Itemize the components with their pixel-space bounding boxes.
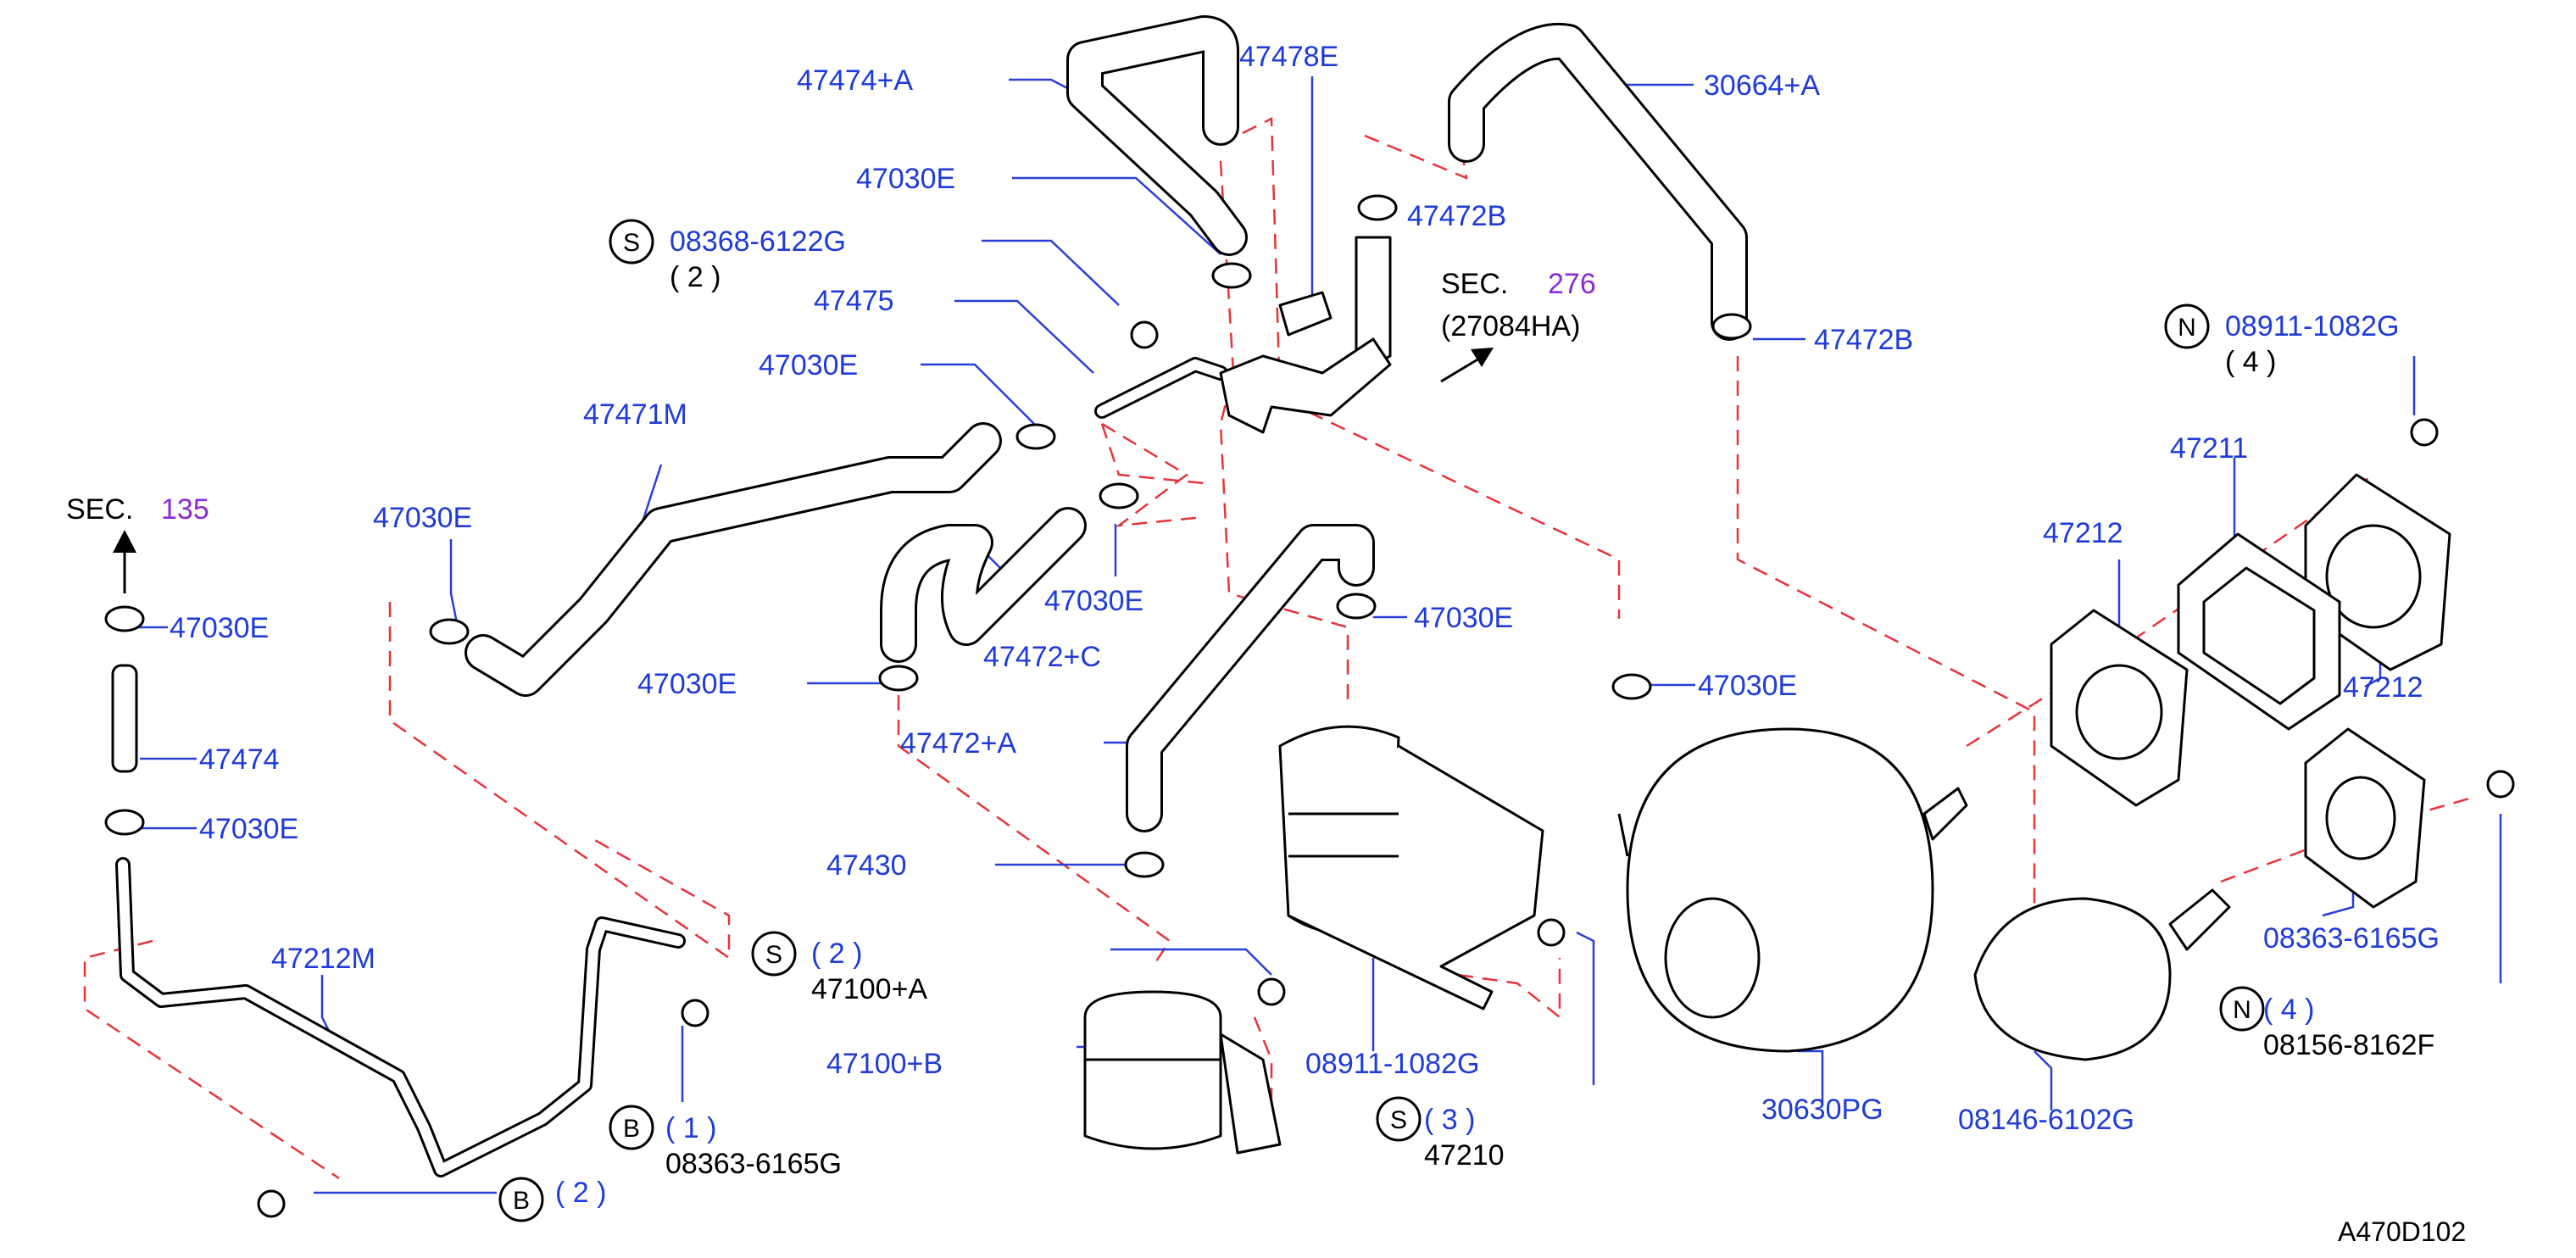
label-47030e-7: 47030E <box>637 668 737 700</box>
label-47472b-1: 47472B <box>1407 200 1506 232</box>
fastener-code-s-1: S <box>623 229 640 257</box>
gasket-47212-left <box>2050 609 2189 807</box>
label-47472b-2: 47472B <box>1814 324 1913 356</box>
label-08146-6102g: ( 2 ) <box>555 1177 606 1209</box>
label-qty-08363-2: 47210 <box>1424 1139 1505 1172</box>
fastener-circle-4 <box>2219 986 2265 1032</box>
spacer-47211 <box>2177 532 2341 731</box>
label-47210: 30630PG <box>1761 1094 1883 1126</box>
label-47030e-4: 47030E <box>1044 585 1143 617</box>
canister-47100-b <box>1278 725 1544 1010</box>
hose-47472-a <box>1126 524 1375 832</box>
fastener-code-circles <box>498 219 2265 1222</box>
label-47100-b: 08911-1082G <box>1305 1048 1479 1080</box>
brake-booster-47210 <box>1617 727 1968 1053</box>
hose-47472-c <box>880 507 1087 663</box>
label-47030e-2: 47030E <box>759 349 858 381</box>
label-08368-6122g: 08368-6122G <box>670 225 846 258</box>
part-number-labels: 47474+A 47478E 30664+A 47030E 47472B 083… <box>170 41 2440 1209</box>
label-47030e-6: 47030E <box>170 612 269 644</box>
label-47212-2: 47212 <box>2343 671 2423 704</box>
sec-135-number: 135 <box>161 493 209 526</box>
fastener-code-s-3: S <box>1390 1106 1407 1134</box>
fastener-circle-7 <box>498 1177 544 1222</box>
label-47030e-9: 47030E <box>199 813 298 845</box>
label-08911-1082g-2: ( 4 ) <box>2263 994 2314 1026</box>
label-30630pg: 08146-6102G <box>1958 1104 2134 1136</box>
tube-47475 <box>1094 357 1228 419</box>
label-qty-08156: 08363-6165G <box>665 1148 842 1180</box>
bolts-and-nuts <box>257 320 2515 1218</box>
label-47030e-5: 47030E <box>1414 602 1513 634</box>
label-47030e-1: 47030E <box>856 163 955 195</box>
label-47030e-8: 47030E <box>1698 670 1797 702</box>
fastener-code-n-2: N <box>2233 996 2251 1024</box>
label-47474: 47474 <box>199 743 280 776</box>
sec-276-number: 276 <box>1548 268 1596 300</box>
label-47430: 47212M <box>271 943 376 975</box>
fastener-circle-3 <box>751 931 797 977</box>
sec-276-prefix: SEC. <box>1441 268 1508 300</box>
label-08156-8162f: ( 1 ) <box>665 1112 716 1144</box>
label-47475: 47475 <box>814 285 894 317</box>
label-qty-08363-1: 47100+A <box>811 973 927 1005</box>
label-08911-1082g-1: 08911-1082G <box>2225 310 2399 342</box>
hose-30664-a <box>1448 22 1748 341</box>
label-qty-08368: ( 2 ) <box>670 261 721 293</box>
label-47471m: 47471M <box>583 398 687 431</box>
label-30664-a: 30664+A <box>1704 70 1820 102</box>
fastener-circle-1 <box>609 219 654 264</box>
fastener-code-b-1: B <box>623 1115 640 1143</box>
brake-booster-30630pg <box>1973 888 2231 1061</box>
gasket-47212m <box>2304 727 2426 909</box>
fastener-code-s-2: S <box>765 941 782 969</box>
label-47212m: 08363-6165G <box>2263 922 2440 955</box>
label-47030e-3: 47030E <box>373 502 472 534</box>
vacuum-pipe-47430 <box>115 857 686 1177</box>
tube-47474 <box>111 664 138 773</box>
fastener-circle-2 <box>2164 303 2210 349</box>
hose-47471m <box>465 422 1002 697</box>
label-47212-1: 47212 <box>2043 517 2123 549</box>
label-08363-6165g-1: ( 2 ) <box>811 938 862 970</box>
section-references: SEC. 276 (27084HA) SEC. 135 <box>66 268 1596 526</box>
hose-47474-a <box>1066 15 1248 256</box>
label-47474-a: 47474+A <box>797 64 913 97</box>
sec-276-sub: (27084HA) <box>1441 310 1580 342</box>
label-47030e-10: 47430 <box>826 849 907 882</box>
canister-47100-a <box>1083 990 1282 1155</box>
check-valve-47478e <box>1219 236 1392 434</box>
fastener-code-b-2: B <box>513 1187 530 1215</box>
drawing-code: A470D102 <box>2338 1216 2466 1247</box>
sec-135-prefix: SEC. <box>66 493 133 526</box>
label-47100-a: 47100+B <box>826 1048 943 1080</box>
label-47472-c: 47472+C <box>983 641 1101 673</box>
fastener-circle-5 <box>609 1105 654 1150</box>
fastener-code-letters: S S S N N B B <box>513 229 2251 1215</box>
label-47211: 47211 <box>2170 432 2248 465</box>
fastener-code-n-1: N <box>2178 314 2196 342</box>
section-arrows <box>113 348 1494 593</box>
label-47472-a: 47472+A <box>900 727 1016 760</box>
label-qty-08911-1: ( 4 ) <box>2225 346 2276 378</box>
hose-clamps <box>104 194 1752 878</box>
label-qty-08911-2: 08156-8162F <box>2263 1029 2434 1061</box>
fastener-circle-6 <box>1376 1096 1422 1142</box>
label-47478e: 47478E <box>1239 41 1338 73</box>
gasket-47212-top <box>2304 473 2451 671</box>
label-08363-6165g-2: ( 3 ) <box>1424 1104 1475 1136</box>
